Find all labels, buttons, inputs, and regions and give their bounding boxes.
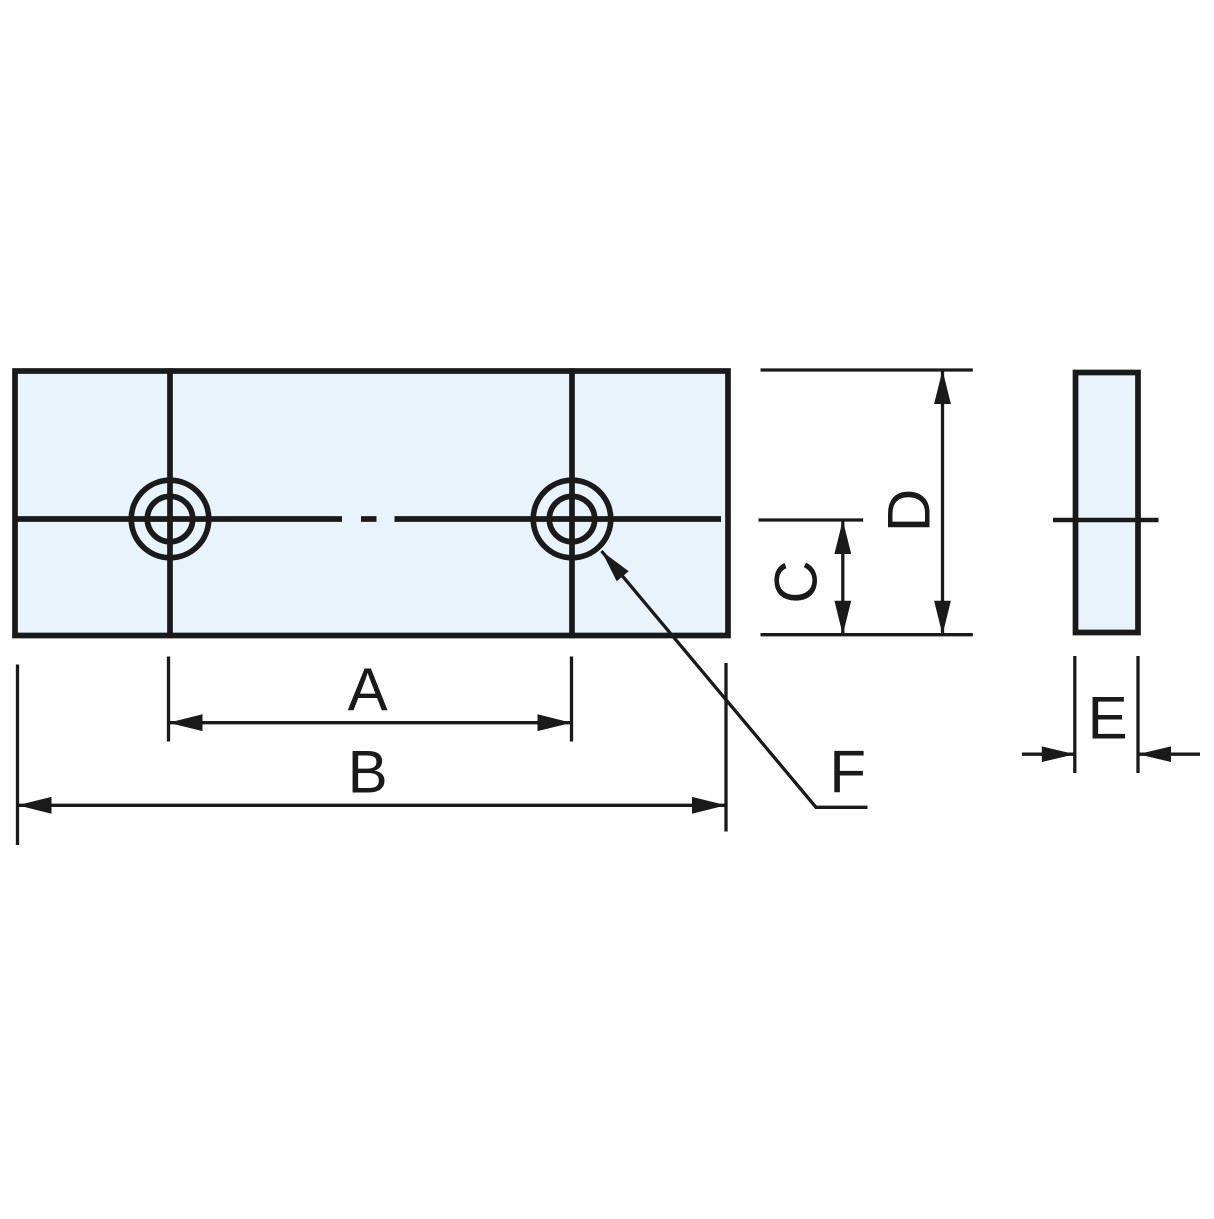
svg-text:F: F <box>829 738 866 805</box>
svg-text:A: A <box>348 656 388 723</box>
svg-text:E: E <box>1088 684 1128 751</box>
svg-text:B: B <box>348 738 388 805</box>
svg-text:C: C <box>763 560 830 603</box>
svg-text:D: D <box>876 489 943 532</box>
